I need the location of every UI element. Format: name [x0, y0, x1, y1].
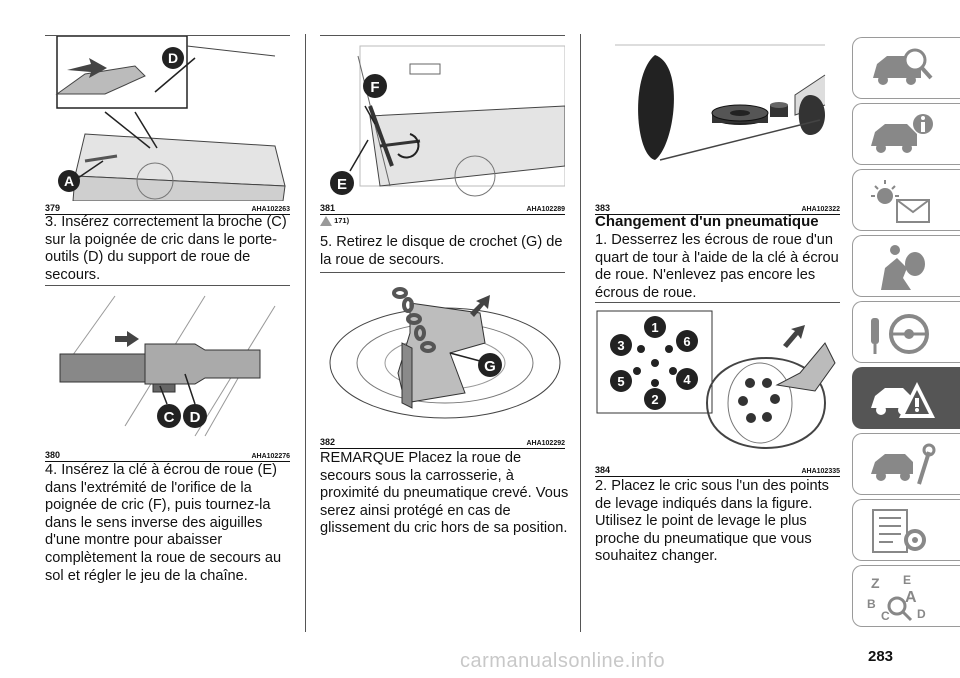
- callout-e: [330, 171, 354, 195]
- paragraph-step-2: 2. Placez le cric sous l'un des points d…: [595, 478, 829, 565]
- figure-381-caption: 381 AHA102289: [320, 200, 565, 215]
- figure-382-caption: 382 AHA102292: [320, 434, 565, 449]
- svg-text:C: C: [881, 609, 890, 622]
- figure-number: 382: [320, 437, 336, 447]
- svg-text:E: E: [903, 573, 911, 587]
- figure-number: 383: [595, 203, 611, 213]
- callout-2-label: 2: [651, 392, 658, 407]
- paragraph-step-5: 5. Retirez le disque de crochet (G) de l…: [320, 234, 563, 268]
- svg-text:D: D: [917, 607, 926, 621]
- figure-379-caption: 379 AHA102263: [45, 200, 290, 215]
- warning-reference-number: 171): [334, 216, 350, 225]
- car-warning-icon: [871, 382, 935, 418]
- figure-379: D A: [45, 35, 290, 201]
- figure-number: 381: [320, 203, 336, 213]
- paragraph-step-3: 3. Insérez correctement la broche (C) su…: [45, 214, 287, 283]
- callout-6: [676, 330, 698, 352]
- callout-3-label: 3: [617, 338, 624, 353]
- svg-text:B: B: [867, 597, 876, 611]
- figure-383-caption: 383 AHA102322: [595, 200, 840, 215]
- figure-380-caption: 380 AHA102276: [45, 447, 290, 462]
- callout-a-label: A: [64, 173, 74, 189]
- car-info-icon: [871, 114, 933, 153]
- warning-icon: [320, 216, 332, 227]
- callout-4: [676, 368, 698, 390]
- figure-380: C D: [45, 285, 290, 448]
- callout-g-label: G: [484, 358, 496, 375]
- callout-d: [183, 404, 207, 428]
- column-divider: [580, 34, 581, 632]
- tab-car-wrench[interactable]: [852, 433, 960, 495]
- callout-5-label: 5: [617, 374, 624, 389]
- callout-d-label: D: [190, 409, 201, 426]
- tab-dashboard-lights[interactable]: [852, 169, 960, 231]
- car-search-icon: [873, 48, 933, 85]
- figure-381: F E: [320, 35, 565, 201]
- callout-a: [58, 170, 80, 192]
- alphabet-index-icon: Z E B A C D: [867, 573, 926, 622]
- warning-reference: 171): [320, 216, 350, 227]
- callout-1-label: 1: [651, 320, 658, 335]
- figure-reference: AHA102322: [801, 206, 840, 213]
- figure-reference: AHA102276: [251, 453, 290, 460]
- figure-number: 379: [45, 203, 61, 213]
- callout-5: [610, 370, 632, 392]
- figure-383: [595, 35, 840, 200]
- callout-e-label: E: [337, 176, 347, 193]
- tab-alphabet-index[interactable]: Z E B A C D: [852, 565, 960, 627]
- car-wrench-icon: [871, 443, 936, 485]
- tab-car-search[interactable]: [852, 37, 960, 99]
- callout-3: [610, 334, 632, 356]
- lug-nut-diagram: [633, 345, 677, 387]
- callout-c: [157, 404, 181, 428]
- tab-key-steering[interactable]: [852, 301, 960, 363]
- svg-text:Z: Z: [871, 575, 880, 591]
- callout-c-label: C: [164, 409, 175, 426]
- tab-car-warning[interactable]: [852, 367, 960, 429]
- paragraph-step-1: 1. Desserrez les écrous de roue d'un qua…: [595, 232, 839, 301]
- figure-reference: AHA102263: [251, 206, 290, 213]
- paragraph-remark: REMARQUE Placez la roue de secours sous …: [320, 450, 569, 537]
- tab-car-info[interactable]: [852, 103, 960, 165]
- figure-number: 380: [45, 450, 61, 460]
- section-heading: Changement d'un pneumatique: [595, 213, 819, 230]
- specs-list-icon: [872, 509, 926, 553]
- column-divider: [305, 34, 306, 632]
- tab-specs-list[interactable]: [852, 499, 960, 561]
- callout-g: [478, 353, 502, 377]
- callout-4-label: 4: [683, 372, 691, 387]
- callout-b: [162, 47, 184, 69]
- airbag-seat-icon: [881, 245, 925, 290]
- figure-reference: AHA102335: [801, 468, 840, 475]
- callout-6-label: 6: [683, 334, 690, 349]
- page-number: 283: [868, 648, 894, 665]
- callout-2: [644, 388, 666, 410]
- callout-1: [644, 316, 666, 338]
- callout-f: [363, 74, 387, 98]
- paragraph-step-4: 4. Insérez la clé à écrou de roue (E) da…: [45, 462, 282, 584]
- svg-text:A: A: [905, 589, 917, 606]
- key-steering-icon: [871, 314, 929, 354]
- figure-384: 1 6 3 5 4 2: [595, 302, 840, 463]
- figure-reference: AHA102289: [526, 206, 565, 213]
- dashboard-lights-icon: [871, 180, 930, 223]
- figure-384-caption: 384 AHA102335: [595, 462, 840, 477]
- figure-382: G: [320, 272, 565, 435]
- callout-b-label: D: [168, 50, 178, 66]
- tab-airbag-seat[interactable]: [852, 235, 960, 297]
- watermark: carmanualsonline.info: [460, 650, 666, 672]
- figure-number: 384: [595, 465, 611, 475]
- figure-reference: AHA102292: [526, 440, 565, 447]
- callout-f-label: F: [370, 79, 379, 96]
